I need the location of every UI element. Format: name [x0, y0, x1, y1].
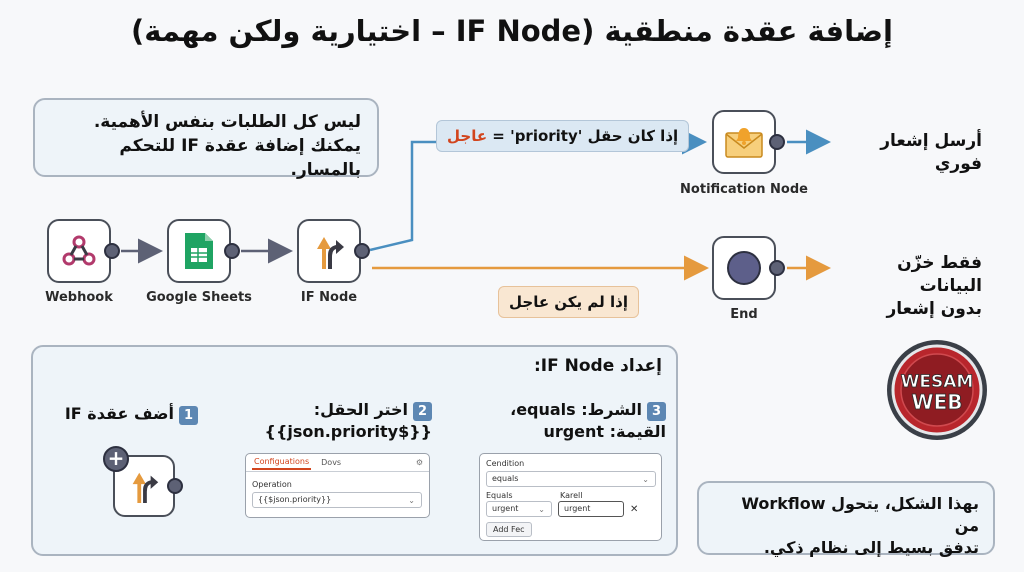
condition-select-value: equals [492, 474, 519, 483]
summary-note: بهذا الشكل، يتحول Workflow من تدفق بسيط … [697, 481, 995, 557]
branch-arrows-icon [317, 237, 344, 269]
false-condition-label: إذا لم يكن عاجل [498, 286, 639, 318]
value-column-label: Karell [560, 491, 583, 500]
close-icon[interactable]: ✕ [630, 503, 639, 515]
add-if-output-port[interactable] [167, 478, 183, 494]
condition-label: Cendition [486, 459, 525, 468]
step-1-number: 1 [179, 406, 198, 425]
step-3-number: 3 [647, 402, 666, 421]
webhook-label: Webhook [45, 290, 113, 305]
webhook-output-port[interactable] [104, 243, 120, 259]
if-node-label: IF Node [300, 290, 358, 305]
setup-title: إعداد IF Node: [533, 356, 662, 376]
chevron-down-icon: ⌄ [538, 505, 545, 514]
condition-mockup: Cendition equals⌄ Equals Karell urgent⌄ … [479, 453, 662, 541]
store-output-text: فقط خزّن البيانات بدون إشعار [832, 252, 982, 321]
webhook-node[interactable] [47, 219, 111, 283]
step-3-line2: القيمة: urgent [543, 422, 666, 441]
google-sheets-output-port[interactable] [224, 243, 240, 259]
connector-true-branch [369, 129, 707, 252]
google-sheets-node[interactable] [167, 219, 231, 283]
step-1: 1 أضف عقدة IF [60, 403, 198, 425]
branch-arrows-icon [132, 472, 159, 504]
step-1-text: أضف عقدة IF [64, 404, 174, 423]
equals-field-value: urgent [492, 504, 519, 513]
envelope-bell-icon [725, 128, 763, 158]
summary-line1: بهذا الشكل، يتحول Workflow من [741, 494, 979, 535]
true-condition-text: إذا كان حقل 'priority' = [487, 127, 679, 145]
value-field[interactable]: urgent [558, 501, 624, 517]
step-2-number: 2 [413, 402, 432, 421]
logo-text-line2: WEB [912, 390, 963, 414]
step-2-line2: {{$json.priority}} [264, 422, 432, 441]
notification-label: Notification Node [680, 182, 808, 197]
step-3: 3 الشرط: equals، القيمة: urgent [480, 399, 666, 443]
store-output-line2: بدون إشعار [886, 299, 982, 319]
end-label: End [730, 307, 758, 322]
webhook-icon [62, 235, 96, 266]
notify-output-text: أرسل إشعار فوري [880, 131, 982, 174]
logo-badge-icon: WESAM WEB [887, 340, 987, 440]
config-mockup: Configuations Dovs ⚙ Operation {{$json.p… [245, 453, 430, 518]
end-node[interactable] [712, 236, 776, 300]
step-3-line1: الشرط: equals، [510, 400, 642, 419]
value-field-value: urgent [564, 504, 591, 513]
notification-node[interactable] [712, 110, 776, 174]
page-title: إضافة عقدة منطقية (IF Node – اختيارية ول… [131, 14, 893, 48]
google-sheets-label: Google Sheets [146, 290, 252, 305]
plus-icon[interactable]: + [103, 446, 129, 472]
notification-output-port[interactable] [769, 134, 785, 150]
if-node-output-port[interactable] [354, 243, 370, 259]
operation-select[interactable]: {{$json.priority}} ⌄ [252, 492, 422, 508]
chevron-down-icon: ⌄ [642, 475, 649, 484]
equals-column-label: Equals [486, 491, 513, 500]
google-sheets-icon [185, 233, 213, 269]
chevron-down-icon: ⌄ [408, 496, 415, 505]
step-2: 2 اختر الحقل: {{$json.priority}} [240, 399, 432, 443]
tab-docs[interactable]: Dovs [321, 458, 342, 467]
tab-configurations[interactable]: Configuations [252, 455, 312, 470]
operation-label: Operation [252, 480, 292, 489]
end-output-port[interactable] [769, 260, 785, 276]
gear-icon[interactable]: ⚙ [415, 458, 423, 467]
store-output-line1: فقط خزّن البيانات [897, 253, 982, 296]
intro-note-line2: يمكنك إضافة عقدة IF للتحكم بالمسار. [119, 136, 361, 180]
true-condition-value: عاجل [447, 127, 488, 145]
add-condition-button[interactable]: Add Fec [486, 522, 532, 537]
operation-value: {{$json.priority}} [258, 495, 332, 504]
condition-select[interactable]: equals ⌄ [486, 471, 656, 487]
step-2-line1: اختر الحقل: [313, 400, 408, 419]
summary-line2: تدفق بسيط إلى نظام ذكي. [763, 538, 979, 557]
wesam-web-logo: WESAM WEB [885, 338, 989, 442]
logo-text-line1: WESAM [901, 372, 974, 392]
intro-note-line1: ليس كل الطلبات بنفس الأهمية. [93, 112, 361, 132]
true-condition-label: إذا كان حقل 'priority' = عاجل [436, 120, 690, 152]
if-node[interactable] [297, 219, 361, 283]
intro-note: ليس كل الطلبات بنفس الأهمية. يمكنك إضافة… [33, 98, 379, 180]
equals-field[interactable]: urgent ⌄ [486, 501, 552, 517]
circle-icon [727, 251, 761, 285]
